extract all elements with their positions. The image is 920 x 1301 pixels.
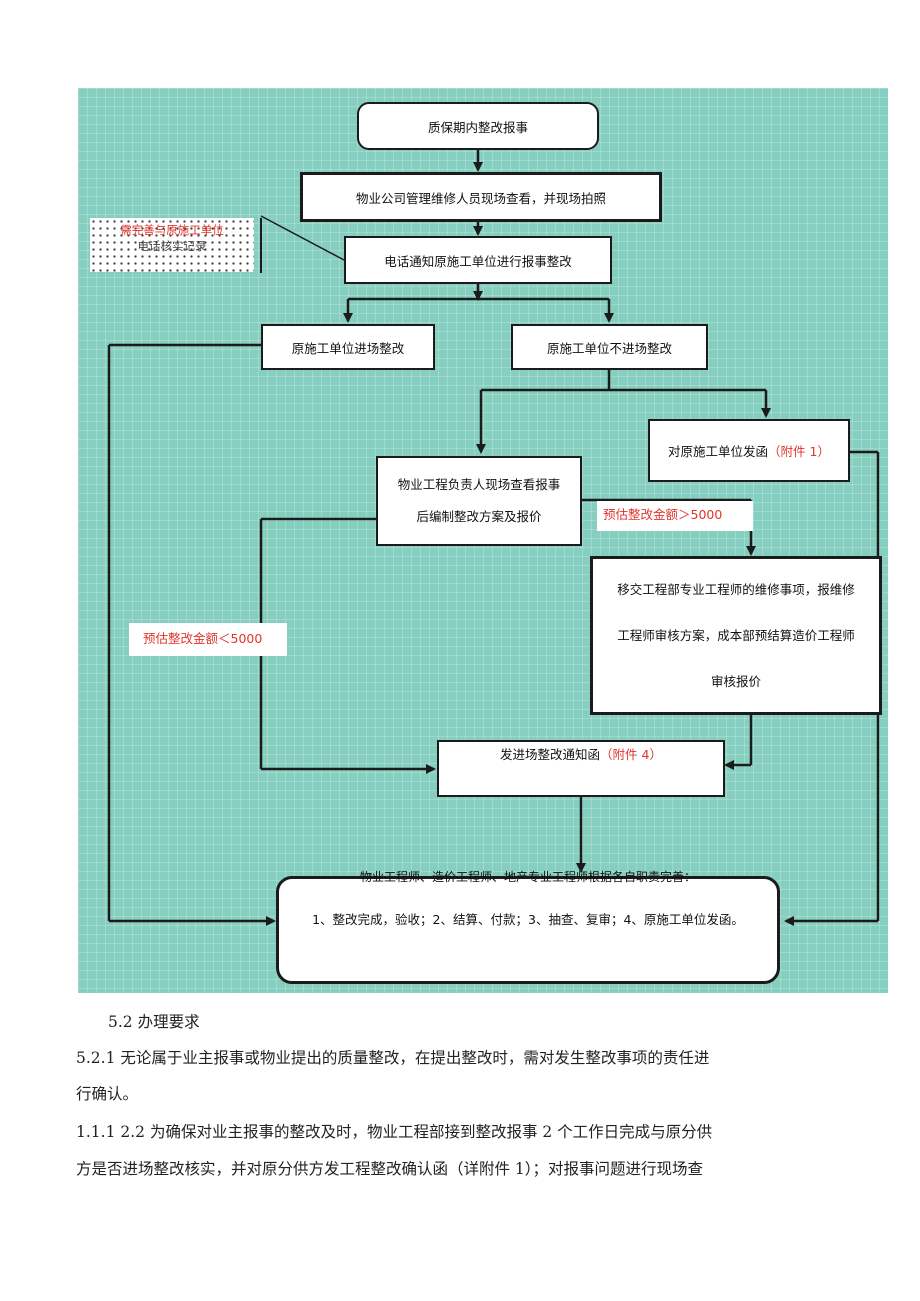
notice-box: 发进场整改通知函（附件 4） (437, 740, 725, 797)
review-line-1: 移交工程部专业工程师的维修事项，报维修 (617, 581, 855, 597)
note-line-2: 电话核实记录 (137, 239, 207, 253)
para2-line1: 1.1.1 2.2 为确保对业主报事的整改及时，物业工程部接到整改报事 2 个工… (76, 1123, 713, 1141)
start-label: 质保期内整改报事 (427, 119, 528, 135)
inspect-label: 物业公司管理维修人员现场查看，并现场拍照 (355, 190, 606, 206)
branch-in-label: 原施工单位进场整改 (291, 340, 405, 356)
plan-box: 物业工程负责人现场查看报事 后编制整改方案及报价 (376, 456, 582, 546)
letter-attachment: （附件 1） (768, 444, 830, 459)
para1-line1: 5.2.1 无论属于业主报事或物业提出的质量整改，在提出整改时，需对发生整改事项… (76, 1049, 710, 1067)
final-items: 1、整改完成，验收；2、结算、付款；3、抽查、复审；4、原施工单位发函。 (312, 912, 744, 927)
notice-attachment: （附件 4） (600, 747, 662, 762)
review-line-2: 工程师审核方案，成本部预结算造价工程师 (617, 627, 855, 643)
section-heading: 5.2 办理要求 (108, 1013, 200, 1031)
letter-label: 对原施工单位发函 (668, 444, 769, 459)
branch-out-box: 原施工单位不进场整改 (511, 324, 708, 370)
para2-line2: 方是否进场整改核实，并对原分供方发工程整改确认函（详附件 1）；对报事问题进行现… (76, 1160, 704, 1178)
branch-out-label: 原施工单位不进场整改 (546, 340, 672, 356)
condition-high: 预估整改金额＞5000 (597, 501, 753, 531)
plan-line-2: 后编制整改方案及报价 (416, 509, 542, 524)
letter-box: 对原施工单位发函（附件 1） (648, 419, 850, 482)
start-box: 质保期内整改报事 (357, 102, 599, 150)
notice-label: 发进场整改通知函 (500, 747, 601, 762)
phone-notice-box: 电话通知原施工单位进行报事整改 (344, 236, 612, 284)
final-header: 物业工程师、造价工程师、地产专业工程师根据各自职责完善： (359, 870, 696, 884)
review-line-3: 审核报价 (710, 673, 761, 689)
final-box: 物业工程师、造价工程师、地产专业工程师根据各自职责完善： 1、整改完成，验收；2… (276, 870, 780, 984)
phone-notice-label: 电话通知原施工单位进行报事整改 (384, 253, 572, 269)
branch-in-box: 原施工单位进场整改 (261, 324, 435, 370)
review-box: 移交工程部专业工程师的维修事项，报维修 工程师审核方案，成本部预结算造价工程师 … (590, 556, 882, 715)
condition-low: 预估整改金额＜5000 (129, 623, 287, 656)
plan-line-1: 物业工程负责人现场查看报事 (397, 477, 561, 492)
note-line-1: 需完善与原施工单位 (120, 223, 224, 237)
inspect-box: 物业公司管理维修人员现场查看，并现场拍照 (300, 172, 662, 222)
flowchart: 质保期内整改报事 物业公司管理维修人员现场查看，并现场拍照 需完善与原施工单位 … (78, 88, 888, 993)
para1-line2: 行确认。 (76, 1085, 139, 1103)
verification-note: 需完善与原施工单位 电话核实记录 (90, 218, 254, 272)
